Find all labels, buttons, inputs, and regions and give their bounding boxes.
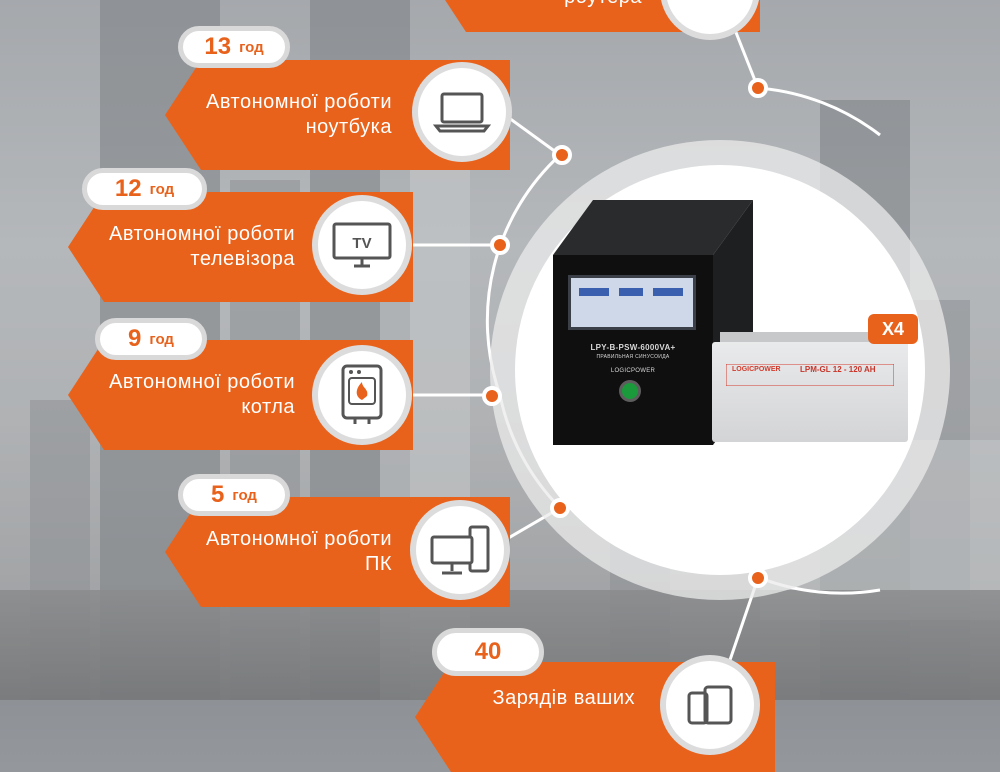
time-pill: 5 год <box>178 474 290 516</box>
laptop-icon <box>412 62 512 162</box>
battery-count-badge: X4 <box>868 314 918 344</box>
item-line2: ПК <box>364 553 392 575</box>
battery-brand: LOGICPOWER <box>732 366 781 373</box>
connector-dot <box>490 235 510 255</box>
ups-inverter-image: LPY-B-PSW-6000VA+ ПРАВИЛЬНАЯ СИНУСОИДА L… <box>553 200 753 445</box>
ups-display <box>568 275 696 330</box>
time-pill: 9 год <box>95 318 207 360</box>
time-value: 12 <box>114 175 142 202</box>
time-value: 40 <box>474 638 502 665</box>
tv-icon: TV <box>312 195 412 295</box>
item-line2: ноутбука <box>305 116 392 138</box>
item-line2: котла <box>241 396 295 418</box>
item-line1: Автономної роботи <box>206 528 392 550</box>
item-line1: Автономної роботи <box>109 223 295 245</box>
battery-image: LOGICPOWER LPM-GL 12 - 120 AH <box>712 332 908 444</box>
phone-tablet-icon <box>660 655 760 755</box>
ups-brand: LOGICPOWER <box>610 368 656 374</box>
connector-dot <box>550 498 570 518</box>
time-value: 13 <box>204 33 232 60</box>
connector-dot <box>552 145 572 165</box>
pc-icon <box>410 500 510 600</box>
connector-dot <box>482 386 502 406</box>
battery-model: LPM-GL 12 - 120 AH <box>800 365 876 374</box>
time-unit: год <box>149 330 174 348</box>
time-unit: год <box>232 486 257 504</box>
time-value: 9 <box>128 325 142 352</box>
ups-power-button <box>619 380 641 402</box>
time-pill: 12 год <box>82 168 207 210</box>
time-unit: год <box>239 38 264 56</box>
item-line1: Зарядів ваших <box>492 687 635 709</box>
router-label-line2: роутера <box>430 0 642 10</box>
time-unit: год <box>149 180 175 198</box>
ups-sub-label: ПРАВИЛЬНАЯ СИНУСОИДА <box>596 354 670 360</box>
time-pill: 13 год <box>178 26 290 68</box>
time-value: 5 <box>211 481 225 508</box>
connector-dot <box>748 568 768 588</box>
time-pill: 40 <box>432 628 544 676</box>
item-line2: телевізора <box>190 248 295 270</box>
boiler-icon <box>312 345 412 445</box>
ups-model-label: LPY-B-PSW-6000VA+ <box>590 343 676 352</box>
tv-icon-text: TV <box>352 235 371 252</box>
item-line1: Автономної роботи <box>206 91 392 113</box>
connector-dot-top <box>748 78 768 98</box>
item-line1: Автономної роботи <box>109 371 295 393</box>
